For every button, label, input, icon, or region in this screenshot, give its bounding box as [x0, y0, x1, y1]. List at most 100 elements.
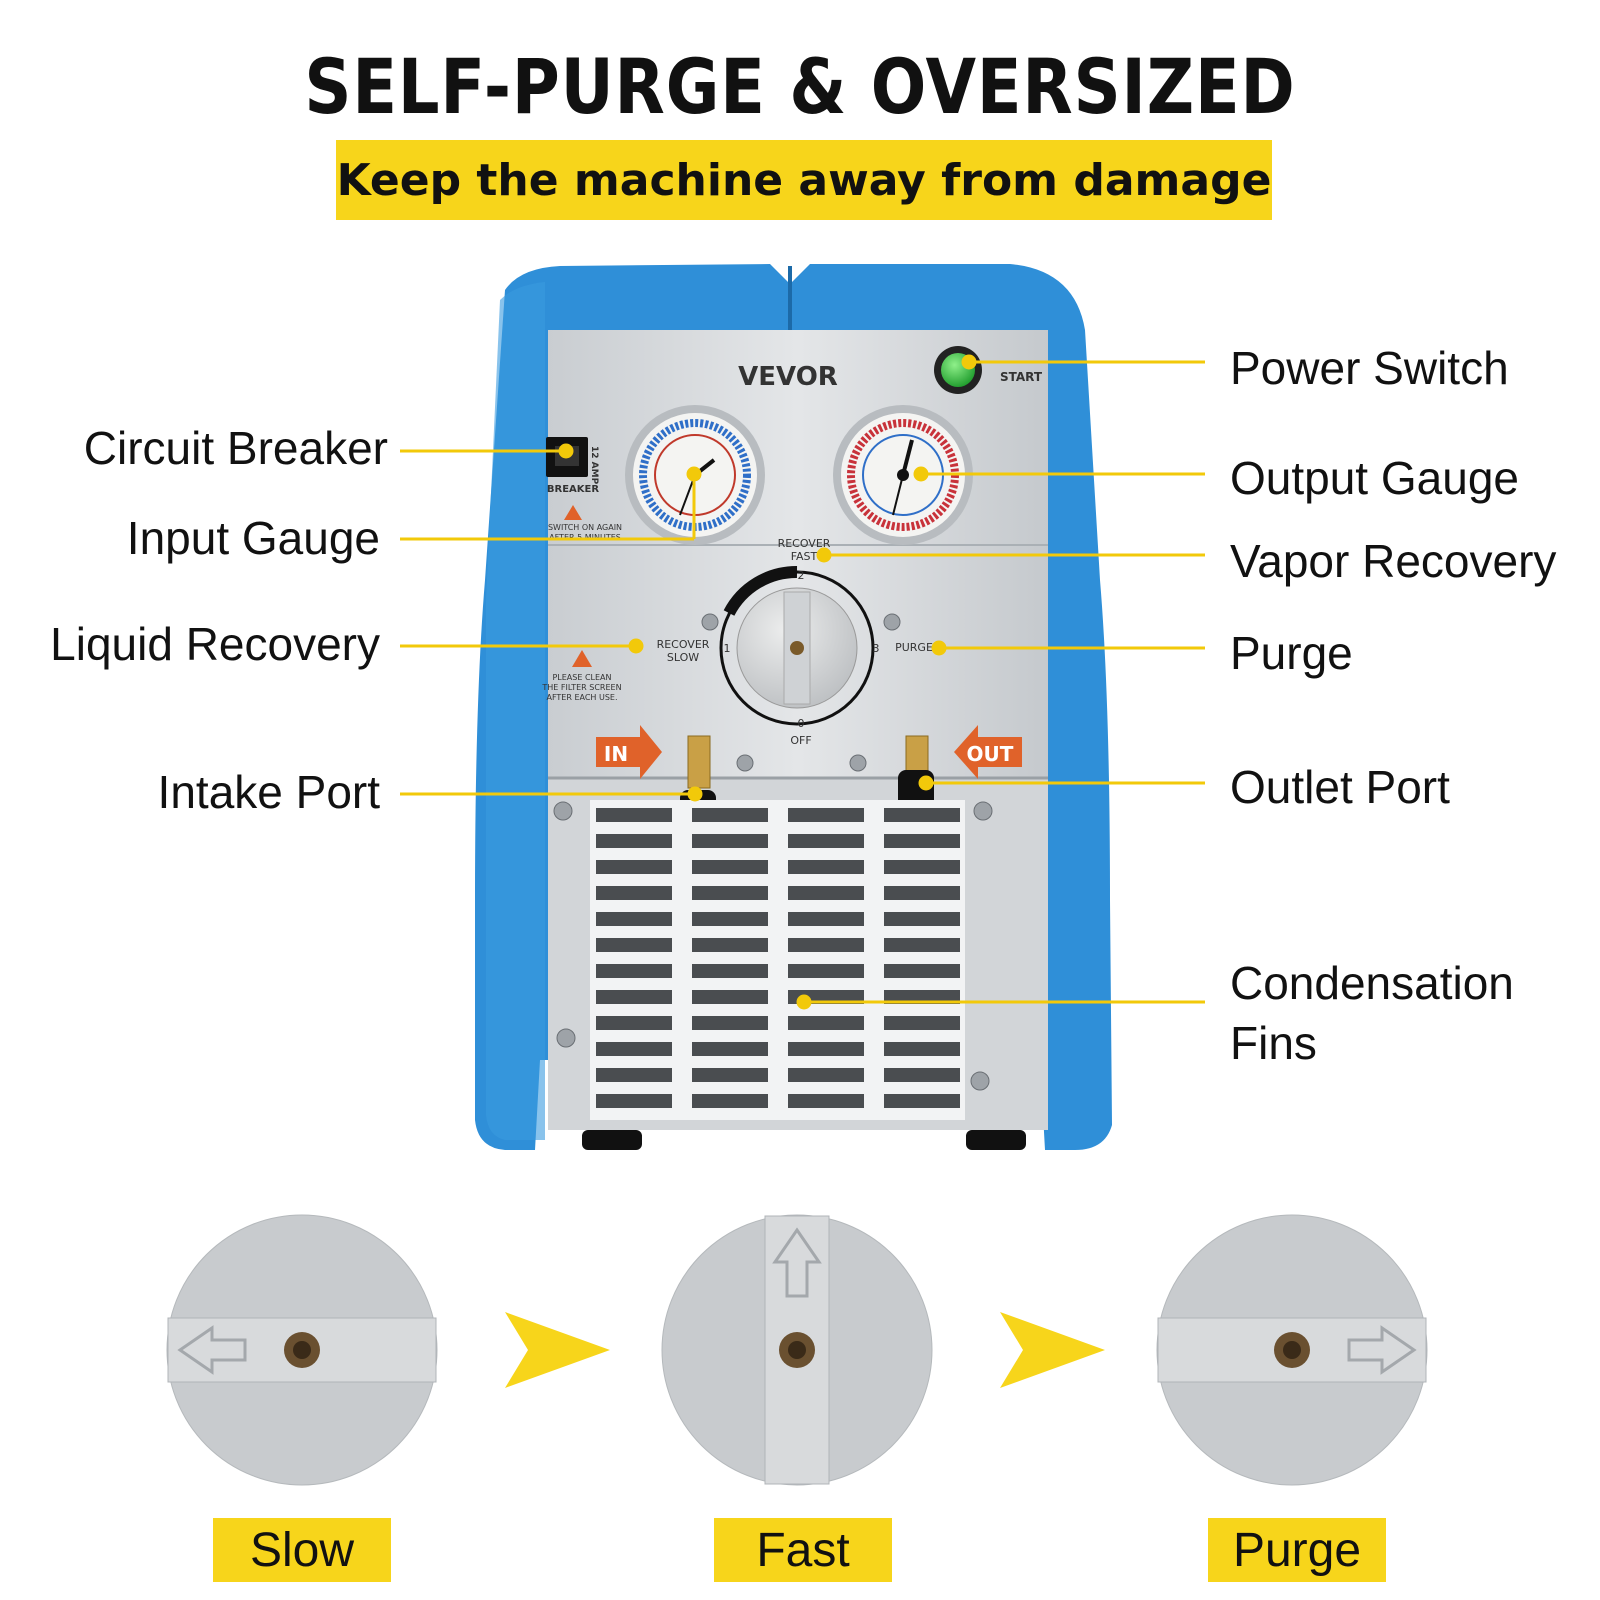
fin-slot	[692, 834, 768, 848]
fin-slot	[596, 1042, 672, 1056]
breaker-rating: 12 AMP	[589, 446, 599, 485]
callout-power-switch: Power Switch	[1230, 342, 1509, 394]
fin-slot	[884, 912, 960, 926]
fin-slot	[596, 912, 672, 926]
fin-slot	[884, 860, 960, 874]
fin-slot	[596, 834, 672, 848]
subtitle-text: Keep the machine away from damage	[336, 154, 1272, 206]
dial-recover-fast-2: FAST	[791, 550, 818, 563]
fin-slot	[884, 1016, 960, 1030]
fin-slot	[788, 938, 864, 952]
dial-number-2: 2	[798, 569, 805, 582]
screws	[553, 613, 993, 1091]
callout-intake-port: Intake Port	[157, 766, 380, 818]
dial-number-0: 0	[798, 717, 805, 730]
fin-slot	[596, 964, 672, 978]
fin-slot	[692, 1016, 768, 1030]
fin-slot	[788, 1042, 864, 1056]
fin-slot	[884, 1094, 960, 1108]
callout-vapor-recovery: Vapor Recovery	[1230, 535, 1557, 587]
fin-slot	[884, 1042, 960, 1056]
in-label: IN	[604, 742, 628, 766]
callout-liquid-recovery: Liquid Recovery	[50, 618, 380, 670]
callout-lines	[400, 354, 1205, 1010]
fin-slot	[884, 834, 960, 848]
filter-warning-1: PLEASE CLEAN	[552, 673, 611, 682]
mode-dial[interactable]	[719, 565, 875, 726]
fin-slot	[692, 886, 768, 900]
filter-warning-icon	[572, 650, 592, 667]
mode-label-fast: Fast	[714, 1518, 892, 1582]
fin-slot	[692, 938, 768, 952]
breaker-label: BREAKER	[547, 484, 599, 495]
fin-slot	[692, 1068, 768, 1082]
fin-slot	[596, 860, 672, 874]
fin-slot	[596, 1068, 672, 1082]
fin-slot	[788, 1068, 864, 1082]
callout-input-gauge: Input Gauge	[126, 512, 380, 564]
dial-number-1: 1	[724, 642, 731, 655]
knob-slow	[166, 1214, 438, 1486]
fin-slot	[692, 1042, 768, 1056]
fin-slot	[596, 990, 672, 1004]
fin-slot	[884, 886, 960, 900]
callout-condensation-2: Fins	[1230, 1017, 1317, 1069]
fin-slot	[788, 860, 864, 874]
fin-slot	[596, 886, 672, 900]
fin-slot	[692, 1094, 768, 1108]
callout-outlet-port: Outlet Port	[1230, 761, 1450, 813]
knob-fast	[661, 1214, 933, 1486]
out-label: OUT	[967, 742, 1014, 766]
fin-slot	[788, 964, 864, 978]
fin-frame	[590, 800, 965, 1120]
filter-warning-3: AFTER EACH USE.	[546, 693, 617, 702]
brand-logo: VEVOR	[738, 362, 838, 392]
fin-slot	[788, 1016, 864, 1030]
fin-slot	[692, 860, 768, 874]
fin-slot	[692, 990, 768, 1004]
fin-slot	[788, 808, 864, 822]
filter-warning-2: THE FILTER SCREEN	[541, 683, 621, 692]
mode-label-slow: Slow	[213, 1518, 391, 1582]
arrow-right-icon	[505, 1312, 610, 1388]
dial-number-3: 3	[873, 642, 880, 655]
fin-slot	[884, 1068, 960, 1082]
foot-right	[966, 1130, 1026, 1150]
callout-purge: Purge	[1230, 627, 1353, 679]
dial-purge: PURGE	[895, 641, 933, 654]
start-label: START	[1000, 370, 1043, 384]
callout-condensation-1: Condensation	[1230, 957, 1514, 1009]
dial-recover-slow-1: RECOVER	[657, 638, 710, 651]
fin-slot	[884, 938, 960, 952]
fin-slot	[788, 886, 864, 900]
arrow-right-icon	[1000, 1312, 1105, 1388]
callout-circuit-breaker: Circuit Breaker	[83, 422, 388, 474]
fin-slot	[596, 1016, 672, 1030]
breaker-warning-1: SWITCH ON AGAIN	[548, 523, 622, 532]
fin-slot	[596, 808, 672, 822]
subtitle-banner: Keep the machine away from damage	[336, 140, 1272, 220]
fin-slot	[596, 1094, 672, 1108]
fin-slot	[692, 912, 768, 926]
fin-slot	[692, 808, 768, 822]
mode-label-purge: Purge	[1208, 1518, 1386, 1582]
knob-purge	[1156, 1214, 1428, 1486]
in-arrow-icon	[596, 725, 662, 779]
dial-recover-slow-2: SLOW	[667, 651, 699, 664]
dial-off: OFF	[790, 734, 811, 747]
condensation-fins	[590, 800, 965, 1120]
fin-slot	[788, 912, 864, 926]
warning-icon	[564, 505, 582, 520]
fin-slot	[596, 938, 672, 952]
fin-slot	[788, 834, 864, 848]
foot-left	[582, 1130, 642, 1150]
out-arrow-icon	[954, 725, 1022, 779]
callout-output-gauge: Output Gauge	[1230, 452, 1519, 504]
dial-recover-fast-1: RECOVER	[778, 537, 831, 550]
fin-slot	[884, 808, 960, 822]
fin-slot	[692, 964, 768, 978]
fin-slot	[884, 964, 960, 978]
fin-slot	[788, 1094, 864, 1108]
power-switch[interactable]	[934, 346, 982, 394]
